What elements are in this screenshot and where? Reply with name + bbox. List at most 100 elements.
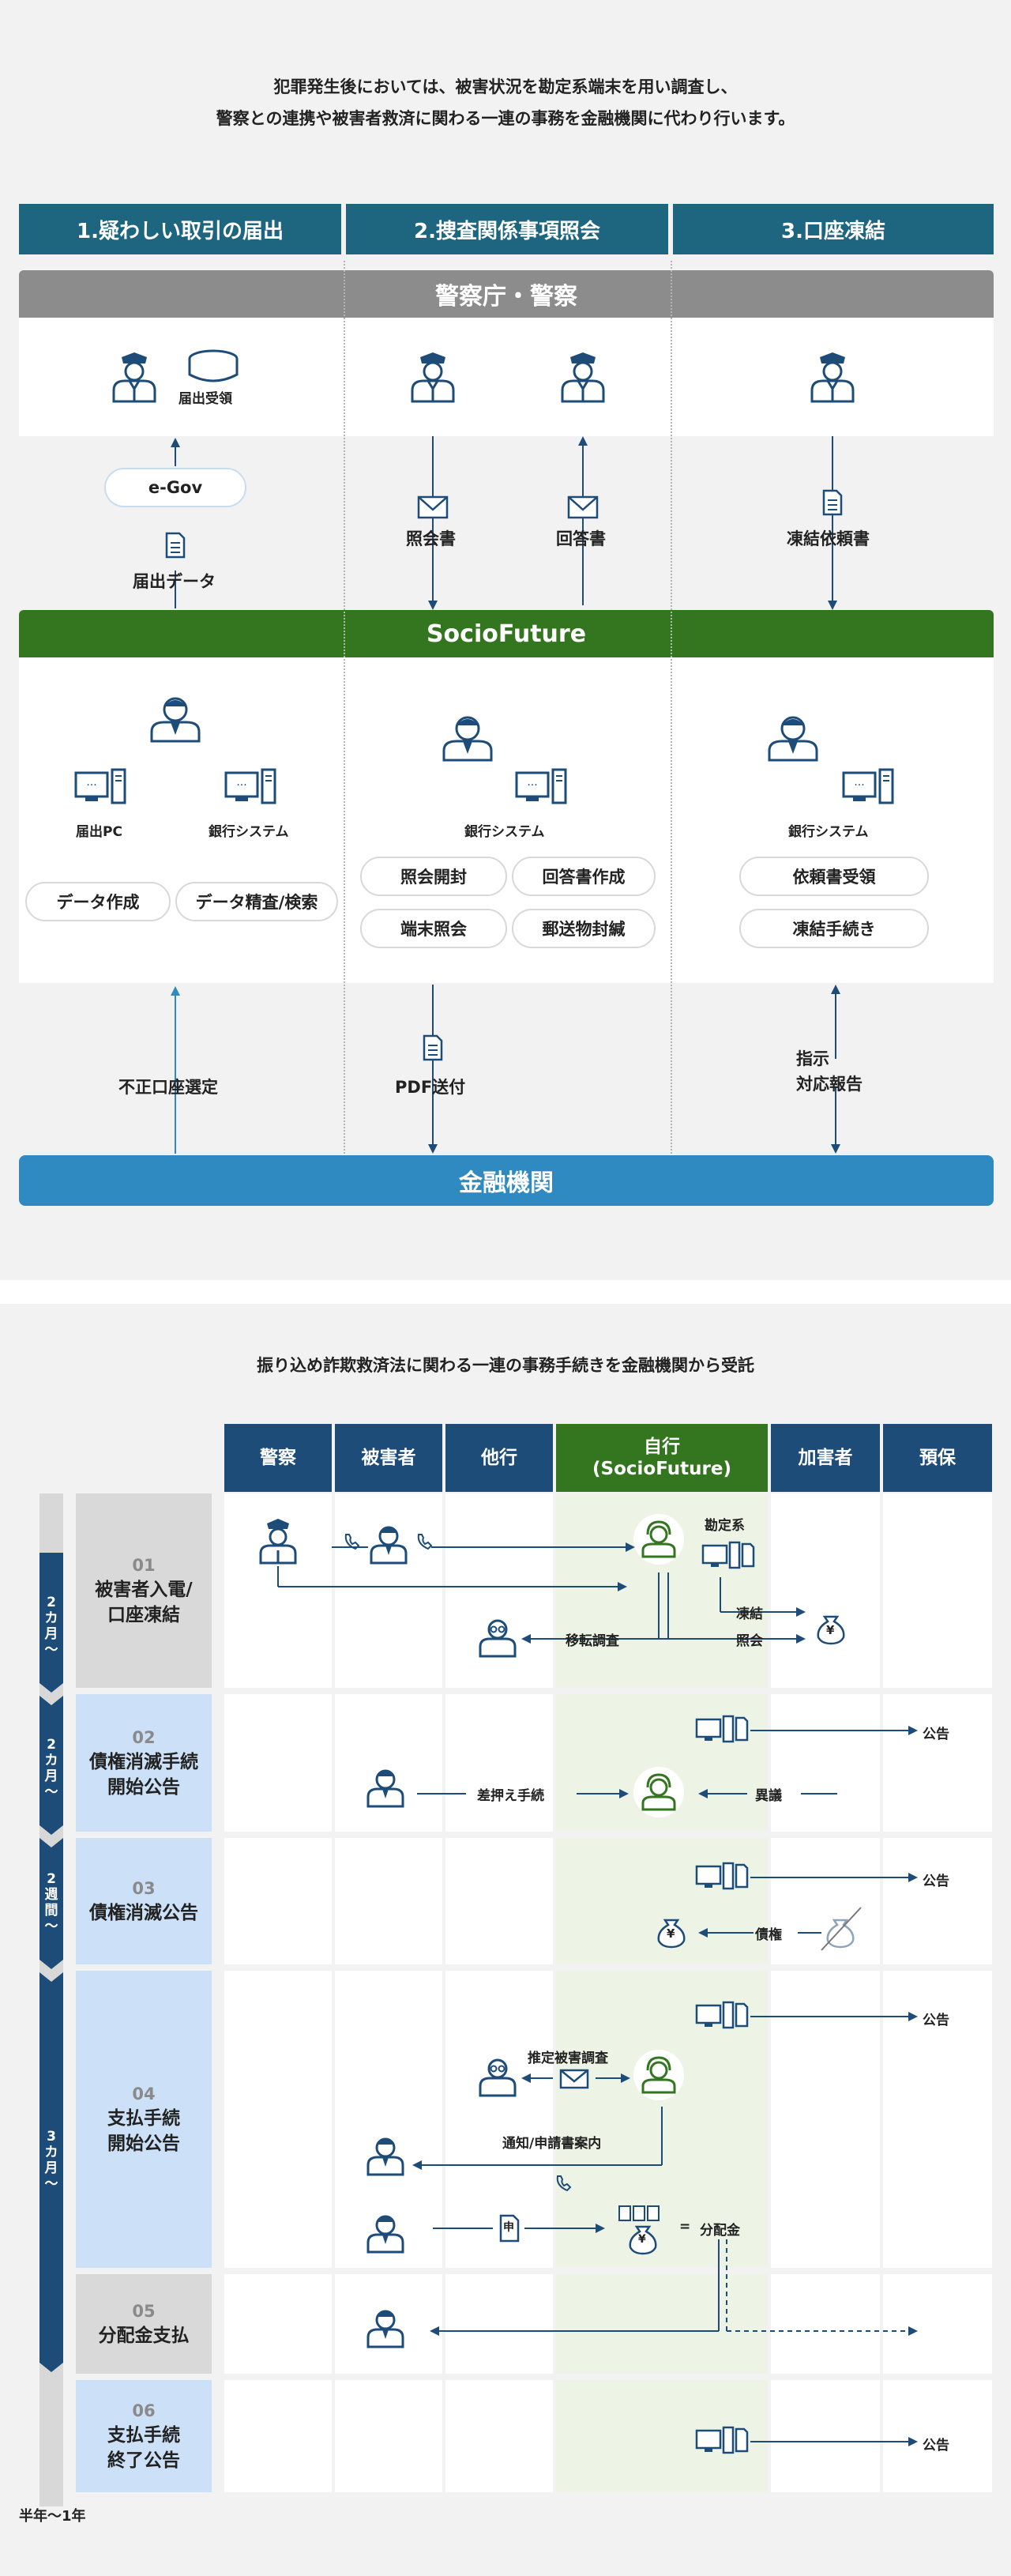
document-icon — [822, 489, 843, 516]
header-deposit-insurance: 預保 — [883, 1424, 992, 1492]
victim-icon — [366, 2310, 404, 2348]
intro-line-1: 犯罪発生後においては、被害状況を勘定系端末を用い調査し、 — [273, 77, 738, 96]
equals-sign: = — [679, 2219, 691, 2235]
column-header-inquiry: 2.捜査関係事項照会 — [346, 204, 668, 254]
grid-cell — [771, 1493, 880, 1688]
egov-badge: e-Gov — [104, 468, 246, 507]
bank-band: 金融機関 — [19, 1155, 994, 1206]
seizure-label: 差押え手続 — [477, 1788, 544, 1804]
grid-cell — [771, 1971, 880, 2268]
mail-icon — [417, 495, 449, 519]
document-icon — [423, 1034, 443, 1061]
other-bank-staff-icon — [479, 1619, 517, 1658]
application-doc-icon — [499, 2214, 520, 2243]
accounting-terminal-icon — [701, 1541, 755, 1569]
police-icon — [411, 351, 455, 403]
grid-cell — [445, 2380, 553, 2492]
yen-mark: ¥ — [826, 1623, 835, 1637]
grid-cell — [445, 1838, 553, 1964]
presumed-victim-label: 推定被害調査 — [528, 2051, 608, 2066]
document-icon — [165, 532, 186, 559]
police-icon — [112, 351, 156, 403]
column-header-report: 1.疑わしい取引の届出 — [19, 204, 341, 254]
pdf-send-label: PDF送付 — [395, 1078, 466, 1097]
terminal-icon — [695, 2426, 749, 2454]
task-freeze-procedure: 凍結手続き — [739, 909, 929, 948]
relief-act-section: 振り込め詐欺救済法に関わる一連の事務手続きを金融機関から受託 警察 被害者 他行… — [0, 1304, 1011, 2576]
other-bank-staff-icon — [479, 2058, 517, 2097]
operator-icon — [632, 1512, 686, 1566]
bank-system-label: 銀行システム — [788, 824, 869, 840]
task-data-search: データ精査/検索 — [175, 882, 338, 921]
operator-icon — [150, 697, 201, 743]
grid-cell — [556, 2274, 768, 2374]
grid-cell — [224, 1838, 332, 1964]
task-create-answer: 回答書作成 — [512, 857, 656, 896]
task-receive-request: 依頼書受領 — [739, 857, 929, 896]
header-police: 警察 — [224, 1424, 332, 1492]
mail-icon — [567, 495, 599, 519]
phone-icon — [556, 2175, 571, 2191]
step-03: 03 債権消滅公告 — [76, 1838, 212, 1964]
phone-icon — [417, 1534, 432, 1550]
grid-cell — [445, 1694, 553, 1832]
crossed-money-bag-icon — [821, 1907, 862, 1951]
section-separator — [0, 1280, 1011, 1304]
receipt-label: 届出受領 — [179, 391, 232, 407]
relief-intro: 振り込め詐欺救済法に関わる一連の事務手続きを金融機関から受託 — [257, 1356, 754, 1375]
notice-label: 通知/申請書案内 — [502, 2136, 602, 2152]
bank-system-label: 銀行システム — [464, 824, 545, 840]
terminal-icon — [695, 2001, 749, 2029]
timeline-chevrons — [39, 1553, 63, 2372]
victim-icon — [366, 2215, 404, 2254]
victim-icon — [370, 1526, 408, 1565]
mail-icon — [559, 2069, 589, 2089]
grid-cell — [883, 1838, 992, 1964]
grid-cell — [771, 1694, 880, 1832]
header-perpetrator: 加害者 — [771, 1424, 880, 1492]
header-own-bank: 自行(SocioFuture) — [556, 1424, 768, 1492]
announcement-label: 公告 — [923, 2438, 949, 2454]
documents-money-icon — [618, 2205, 660, 2255]
process-overview-section: 犯罪発生後においては、被害状況を勘定系端末を用い調査し、 警察との連携や被害者救… — [0, 0, 1011, 1280]
application-char: 申 — [503, 2221, 514, 2234]
police-band: 警察庁・警察 — [19, 270, 994, 318]
distribution-label: 分配金 — [700, 2223, 740, 2239]
grid-cell — [771, 2274, 880, 2374]
sociofuture-band: SocioFuture — [19, 610, 994, 657]
grid-cell — [771, 2380, 880, 2492]
grid-cell — [445, 2274, 553, 2374]
grid-cell — [224, 1694, 332, 1832]
header-victim: 被害者 — [335, 1424, 442, 1492]
announcement-label: 公告 — [923, 1874, 949, 1889]
operator-icon — [632, 2048, 686, 2102]
operator-icon — [632, 1765, 686, 1819]
step-04: 04 支払手続 開始公告 — [76, 1971, 212, 2268]
flow-drawing — [259, 1512, 918, 2454]
step-06: 06 支払手続 終了公告 — [76, 2380, 212, 2492]
intro-line-2: 警察との連携や被害者救済に関わる一連の事務を金融機関に代わり行います。 — [216, 109, 795, 128]
police-icon — [810, 351, 855, 403]
bank-system-icon — [515, 768, 567, 804]
fraud-account-label: 不正口座選定 — [118, 1078, 218, 1097]
step-05: 05 分配金支払 — [76, 2274, 212, 2374]
grid-cell — [883, 2380, 992, 2492]
grid-cell — [224, 2274, 332, 2374]
task-data-create: データ作成 — [25, 882, 171, 921]
task-seal-mail: 郵送物封緘 — [512, 909, 656, 948]
report-data-label: 届出データ — [133, 572, 216, 591]
task-terminal-inquiry: 端末照会 — [360, 909, 507, 948]
grid-cell — [883, 2274, 992, 2374]
grid-cell — [883, 1493, 992, 1688]
header-other-bank: 他行 — [445, 1424, 553, 1492]
inquiry-label: 照会 — [736, 1633, 763, 1649]
grid-cell — [335, 1838, 442, 1964]
grid-cell — [335, 2380, 442, 2492]
police-icon — [561, 351, 605, 403]
operator-icon — [442, 716, 493, 762]
instruction-label: 指示 — [796, 1049, 829, 1068]
bank-system-icon — [224, 768, 276, 804]
